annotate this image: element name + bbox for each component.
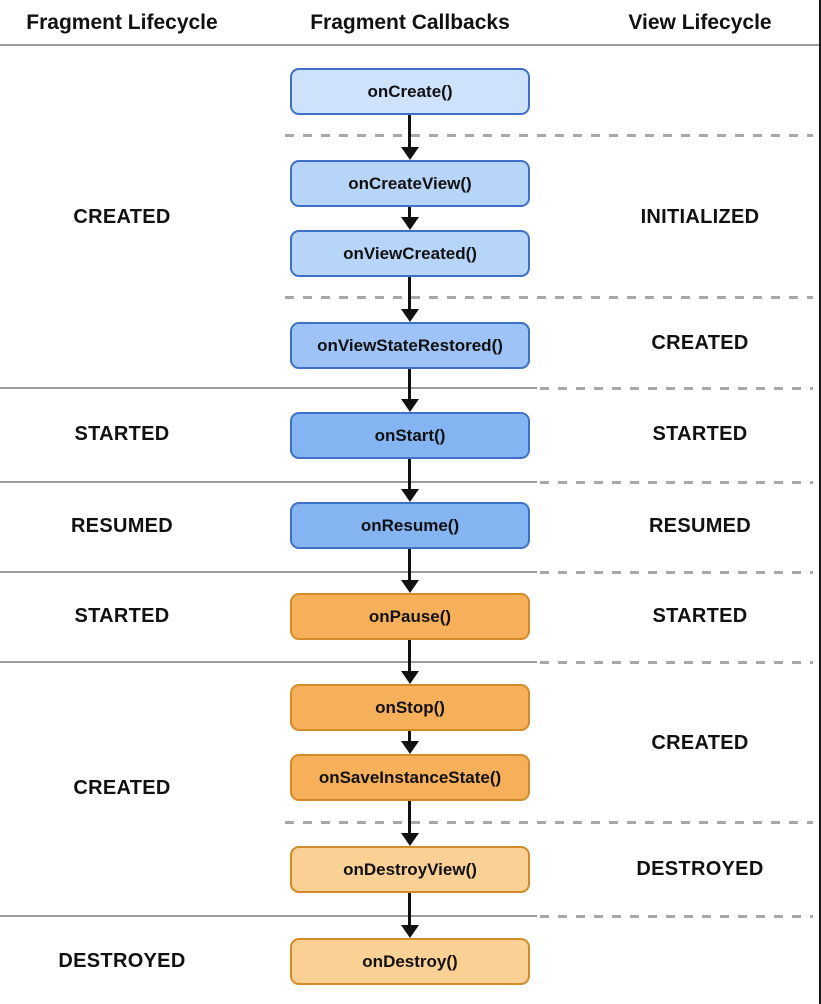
fragment-divider-solid <box>0 915 537 917</box>
view-state-label: CREATED <box>651 732 749 754</box>
arrow-down <box>401 459 419 502</box>
view-divider-dashed <box>285 134 813 137</box>
callback-box-onviewstaterestored: onViewStateRestored() <box>290 322 530 369</box>
column-header-fragment-lifecycle: Fragment Lifecycle <box>26 11 218 34</box>
arrow-down <box>401 731 419 754</box>
callback-box-ondestroy: onDestroy() <box>290 938 530 985</box>
arrow-down <box>401 277 419 322</box>
arrow-down <box>401 640 419 684</box>
fragment-state-label: STARTED <box>74 423 170 445</box>
view-divider-dashed <box>540 915 813 918</box>
callback-box-oncreate: onCreate() <box>290 68 530 115</box>
callback-box-onstart: onStart() <box>290 412 530 459</box>
column-header-view-lifecycle: View Lifecycle <box>628 11 772 34</box>
view-divider-dashed <box>540 387 813 390</box>
view-state-label: DESTROYED <box>636 858 764 880</box>
fragment-divider-solid <box>0 661 537 663</box>
fragment-state-label: CREATED <box>73 777 171 799</box>
view-state-label: STARTED <box>652 423 748 445</box>
callback-box-onpause: onPause() <box>290 593 530 640</box>
header-divider <box>0 44 819 46</box>
view-divider-dashed <box>285 296 813 299</box>
callback-box-oncreateview: onCreateView() <box>290 160 530 207</box>
arrow-down <box>401 369 419 412</box>
arrow-down <box>401 549 419 593</box>
view-divider-dashed <box>285 821 813 824</box>
callback-box-ondestroyview: onDestroyView() <box>290 846 530 893</box>
arrow-down <box>401 115 419 160</box>
callback-box-onstop: onStop() <box>290 684 530 731</box>
view-divider-dashed <box>540 661 813 664</box>
view-state-label: CREATED <box>651 332 749 354</box>
callback-box-onviewcreated: onViewCreated() <box>290 230 530 277</box>
column-header-fragment-callbacks: Fragment Callbacks <box>310 11 510 34</box>
fragment-state-label: STARTED <box>74 605 170 627</box>
arrow-down <box>401 801 419 846</box>
fragment-divider-solid <box>0 571 537 573</box>
view-divider-dashed <box>540 571 813 574</box>
arrow-down <box>401 207 419 230</box>
view-state-label: RESUMED <box>648 515 752 537</box>
fragment-state-label: RESUMED <box>70 515 174 537</box>
arrow-down <box>401 893 419 938</box>
view-divider-dashed <box>540 481 813 484</box>
fragment-divider-solid <box>0 387 537 389</box>
callback-box-onsaveinstancestate: onSaveInstanceState() <box>290 754 530 801</box>
view-state-label: INITIALIZED <box>640 206 760 228</box>
callback-box-onresume: onResume() <box>290 502 530 549</box>
view-state-label: STARTED <box>652 605 748 627</box>
fragment-divider-solid <box>0 481 537 483</box>
fragment-state-label: DESTROYED <box>58 950 186 972</box>
fragment-state-label: CREATED <box>73 206 171 228</box>
